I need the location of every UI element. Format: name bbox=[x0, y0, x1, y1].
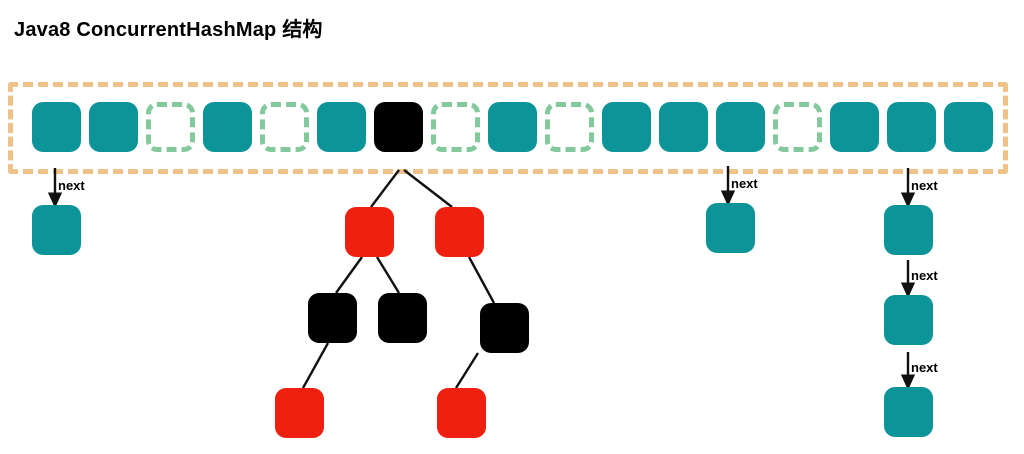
array-cell-13[interactable] bbox=[773, 102, 822, 152]
chain15-node-1[interactable] bbox=[884, 205, 933, 255]
next-label-bucket-15: next bbox=[911, 178, 938, 193]
next-label-bucket-0: next bbox=[58, 178, 85, 193]
tree-edges-group bbox=[301, 169, 496, 389]
tree-red-4[interactable] bbox=[437, 388, 486, 438]
array-cell-10[interactable] bbox=[602, 102, 651, 152]
array-cell-15[interactable] bbox=[887, 102, 936, 152]
array-cell-16[interactable] bbox=[944, 102, 993, 152]
tree-red-2[interactable] bbox=[435, 207, 484, 257]
tree-black-3[interactable] bbox=[480, 303, 529, 353]
edge-red1-to-black1 bbox=[335, 256, 363, 294]
array-cell-3[interactable] bbox=[203, 102, 252, 152]
array-cell-9[interactable] bbox=[545, 102, 594, 152]
page-title: Java8 ConcurrentHashMap 结构 bbox=[14, 19, 323, 41]
edge-red2-to-black3 bbox=[467, 256, 496, 304]
array-cell-7[interactable] bbox=[431, 102, 480, 152]
edge-bucket-to-red2 bbox=[403, 169, 453, 208]
array-cell-8[interactable] bbox=[488, 102, 537, 152]
array-cell-5[interactable] bbox=[317, 102, 366, 152]
edge-bucket-to-red1 bbox=[370, 169, 400, 208]
array-cell-1[interactable] bbox=[89, 102, 138, 152]
array-cell-4[interactable] bbox=[260, 102, 309, 152]
array-cell-12[interactable] bbox=[716, 102, 765, 152]
next-arrows-group bbox=[47, 166, 916, 391]
chain15-node-2[interactable] bbox=[884, 295, 933, 345]
chain12-node-1[interactable] bbox=[706, 203, 755, 253]
next-label-chain-3: next bbox=[911, 360, 938, 375]
tree-black-1[interactable] bbox=[308, 293, 357, 343]
chain15-node-3[interactable] bbox=[884, 387, 933, 437]
tree-red-1[interactable] bbox=[345, 207, 394, 257]
next-label-bucket-12: next bbox=[731, 176, 758, 191]
array-cell-11[interactable] bbox=[659, 102, 708, 152]
hash-table-array bbox=[8, 82, 1008, 174]
array-cell-2[interactable] bbox=[146, 102, 195, 152]
chain0-node-1[interactable] bbox=[32, 205, 81, 255]
tree-black-2[interactable] bbox=[378, 293, 427, 343]
array-cell-6[interactable] bbox=[374, 102, 423, 152]
next-label-chain-2: next bbox=[911, 268, 938, 283]
edge-red1-to-black2 bbox=[375, 256, 401, 294]
edge-black1-to-red3 bbox=[301, 342, 330, 389]
array-cell-14[interactable] bbox=[830, 102, 879, 152]
array-cell-0[interactable] bbox=[32, 102, 81, 152]
tree-red-3[interactable] bbox=[275, 388, 324, 438]
edge-black3-to-red4 bbox=[454, 352, 480, 389]
